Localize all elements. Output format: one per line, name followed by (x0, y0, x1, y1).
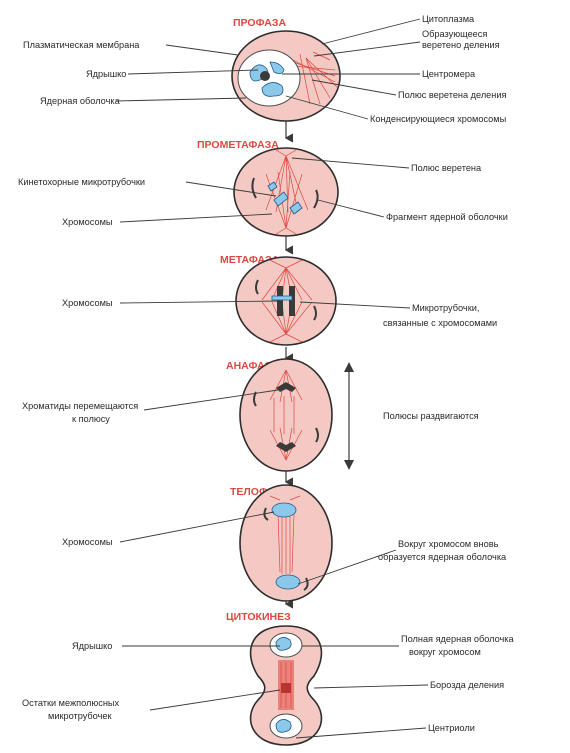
label-spindle-pole-2: Полюс веретена (411, 163, 482, 173)
label-chromatids-move-1: Хроматиды перемещаются (22, 401, 138, 411)
label-centrioles: Центриоли (428, 723, 475, 733)
label-kinetochore-mt: Кинетохорные микротрубочки (18, 177, 145, 187)
stage-title-cytokinesis: ЦИТОКИНЕЗ (226, 611, 291, 623)
stage-title-prometaphase: ПРОМЕТАФАЗА (197, 139, 279, 151)
label-interpolar-remnants-1: Остатки межполюсных (22, 698, 120, 708)
stage-title-prophase: ПРОФАЗА (233, 17, 286, 29)
cytokinesis-cell (251, 626, 322, 745)
label-envelope-reform-2: образуется ядерная оболочка (378, 552, 507, 562)
label-chromosomes-3: Хромосомы (62, 537, 113, 547)
label-cleavage-furrow: Борозда деления (430, 680, 504, 690)
label-envelope-fragment: Фрагмент ядерной оболочки (386, 212, 508, 222)
label-full-envelope-1: Полная ядерная оболочка (401, 634, 515, 644)
label-spindle-pole-1: Полюс веретена деления (398, 90, 507, 100)
label-plasma-membrane: Плазматическая мембрана (23, 40, 140, 50)
poles-apart-arrow (344, 362, 354, 470)
label-poles-apart: Полюсы раздвигаются (383, 411, 479, 421)
label-envelope-reform-1: Вокруг хромосом вновь (398, 539, 499, 549)
label-chromosomes-2: Хромосомы (62, 298, 113, 308)
label-condensing-chromosomes: Конденсирующиеся хромосомы (370, 114, 506, 124)
label-mt-bound-1: Микротрубочки, (412, 303, 479, 313)
label-nucleolus-2: Ядрышко (72, 641, 112, 651)
label-cytoplasm: Цитоплазма (422, 14, 475, 24)
label-mt-bound-2: связанные с хромосомами (383, 318, 497, 328)
anaphase-cell (240, 359, 332, 471)
label-centromere: Центромера (422, 69, 476, 79)
telophase-cell (240, 485, 332, 601)
label-interpolar-remnants-2: микротрубочек (48, 711, 112, 721)
label-chromosomes-1: Хромосомы (62, 217, 113, 227)
label-nuclear-envelope: Ядерная оболочка (40, 96, 121, 106)
prophase-cell (232, 31, 340, 121)
label-forming-spindle-2: веретено деления (422, 40, 500, 50)
label-full-envelope-2: вокруг хромосом (409, 647, 481, 657)
label-forming-spindle-1: Образующееся (422, 29, 487, 39)
label-chromatids-move-2: к полюсу (72, 414, 110, 424)
label-nucleolus-1: Ядрышко (86, 69, 126, 79)
